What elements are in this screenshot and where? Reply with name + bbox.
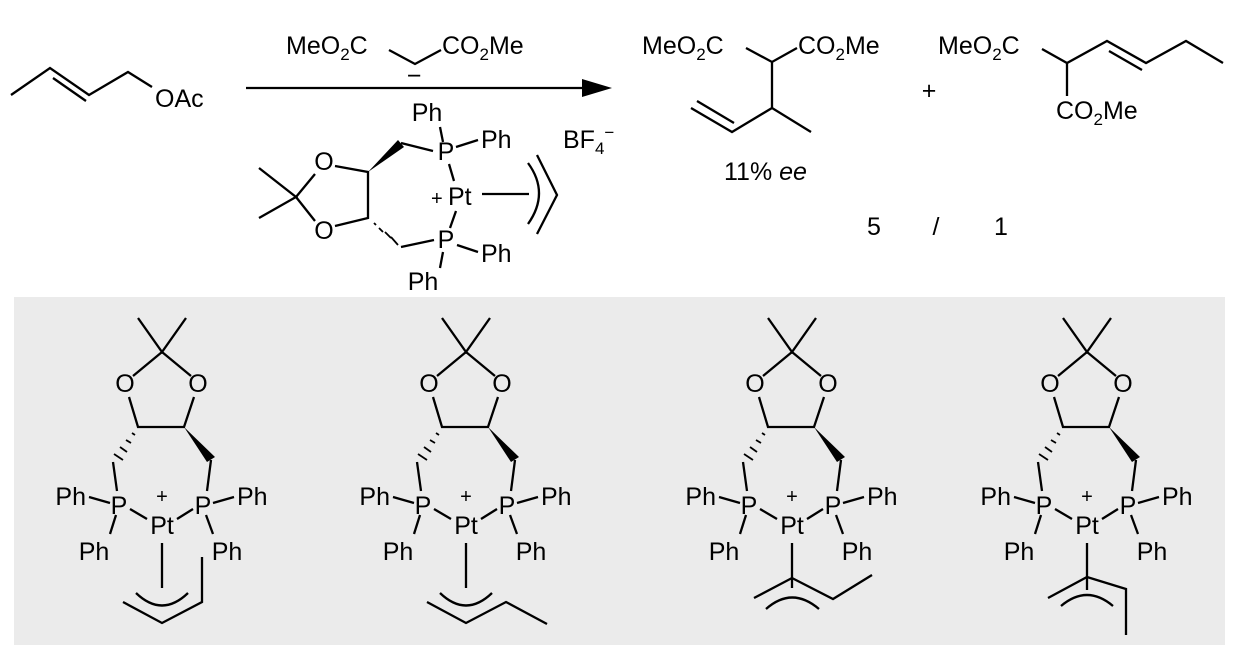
malonate-left-group: MeO2C [286,32,368,64]
phosphorus-label: P [438,138,455,166]
phenyl-label: Ph [541,483,572,511]
linear-product: MeO2C CO2Me [938,32,1224,129]
intermediate-core-1: O O P P Ph Ph + Pt Ph Ph [55,317,268,566]
oxygen-label: O [1113,370,1132,398]
oxygen-label: O [492,370,511,398]
platinum-label: Pt [1075,512,1099,540]
phenyl-label: Ph [1162,483,1193,511]
phosphorus-label: P [195,492,212,520]
allyl-ligand [535,154,559,235]
phenyl-label: Ph [237,483,268,511]
crotyl-acetate: OAc [10,66,204,113]
linear-bottom-ester: CO2Me [1056,97,1138,129]
oxygen-label: O [745,370,764,398]
phenyl-label: Ph [685,483,716,511]
phenyl-label: Ph [516,538,547,566]
charge-label: + [1081,486,1093,508]
phenyl-label: Ph [481,126,512,154]
platinum-label: Pt [448,183,472,211]
intermediates-panel [14,297,1225,645]
phenyl-label: Ph [359,483,390,511]
phenyl-label: Ph [408,268,439,296]
malonate-right-group: CO2Me [442,32,524,64]
phosphorus-label: P [1120,492,1137,520]
phenyl-label: Ph [481,240,512,268]
phenyl-label: Ph [412,99,443,127]
syn-allyl-3 [753,543,873,610]
oxygen-label: O [188,370,207,398]
oxygen-label: O [115,370,134,398]
ratio-separator: / [933,213,940,241]
oxygen-label: O [1040,370,1059,398]
platinum-label: Pt [150,512,174,540]
charge-label: + [156,486,168,508]
linear-top-ester: MeO2C [938,32,1020,64]
anti-allyl-4 [1047,543,1128,635]
oxygen-label: O [314,217,333,245]
platinum-label: Pt [454,512,478,540]
reaction-arrow [246,79,612,97]
intermediate-core-2: O O P P Ph Ph + Pt Ph Ph [359,317,572,566]
charge-label: + [431,188,443,210]
phenyl-label: Ph [1137,538,1168,566]
phosphorus-label: P [825,492,842,520]
intermediate-core-4: O O P P Ph Ph + Pt Ph Ph [980,317,1193,566]
branched-left-ester: MeO2C [642,32,724,64]
phenyl-label: Ph [842,538,873,566]
phenyl-label: Ph [709,538,740,566]
ratio-major: 5 [867,213,881,241]
phenyl-label: Ph [55,483,86,511]
phenyl-label: Ph [212,538,243,566]
oxygen-label: O [818,370,837,398]
phosphorus-label: P [1036,492,1053,520]
phenyl-label: Ph [980,483,1011,511]
phosphorus-label: P [499,492,516,520]
ee-value: 11% ee [724,158,807,186]
malonate-reagent: MeO2C CO2Me − [286,32,524,90]
phenyl-label: Ph [79,538,110,566]
carbanion-charge: − [407,62,422,90]
syn-anti-allyl-1 [122,543,204,625]
counterion-label: BF4− [563,123,614,158]
product-ratio: 5 / 1 [867,213,1008,241]
oxygen-label: O [419,370,438,398]
phosphorus-label: P [415,492,432,520]
branched-product: MeO2C CO2Me 11% ee [642,32,880,186]
platinum-label: Pt [780,512,804,540]
branched-right-ester: CO2Me [798,32,880,64]
oxygen-label: O [314,148,333,176]
oac-label: OAc [155,85,204,113]
phosphorus-label: P [438,226,455,254]
ratio-minor: 1 [994,213,1008,241]
plus-sign: + [922,77,937,105]
intermediate-core-3: O O P P Ph Ph + Pt Ph Ph [685,317,898,566]
phenyl-label: Ph [1004,538,1035,566]
pt-allyl-catalyst: O O P P Ph Ph + Pt Ph Ph BF4− [258,99,614,296]
phosphorus-label: P [111,492,128,520]
charge-label: + [460,486,472,508]
phenyl-label: Ph [383,538,414,566]
charge-label: + [786,486,798,508]
phosphorus-label: P [741,492,758,520]
syn-allyl-2 [426,543,548,626]
phenyl-label: Ph [867,483,898,511]
